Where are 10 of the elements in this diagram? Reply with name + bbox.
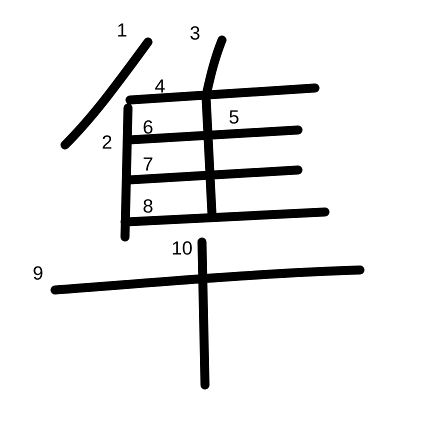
stroke-number: 5 (229, 110, 238, 124)
stroke-number: 9 (34, 266, 42, 280)
stroke-number: 8 (144, 199, 152, 213)
stroke-number: 7 (144, 157, 152, 171)
stroke-number: 2 (102, 135, 112, 149)
stroke-number: 1 (118, 23, 126, 37)
stroke-number: 10 (172, 241, 192, 255)
stroke-number: 4 (155, 79, 165, 93)
stroke-number: 6 (144, 120, 152, 134)
stroke-number: 3 (190, 26, 200, 40)
